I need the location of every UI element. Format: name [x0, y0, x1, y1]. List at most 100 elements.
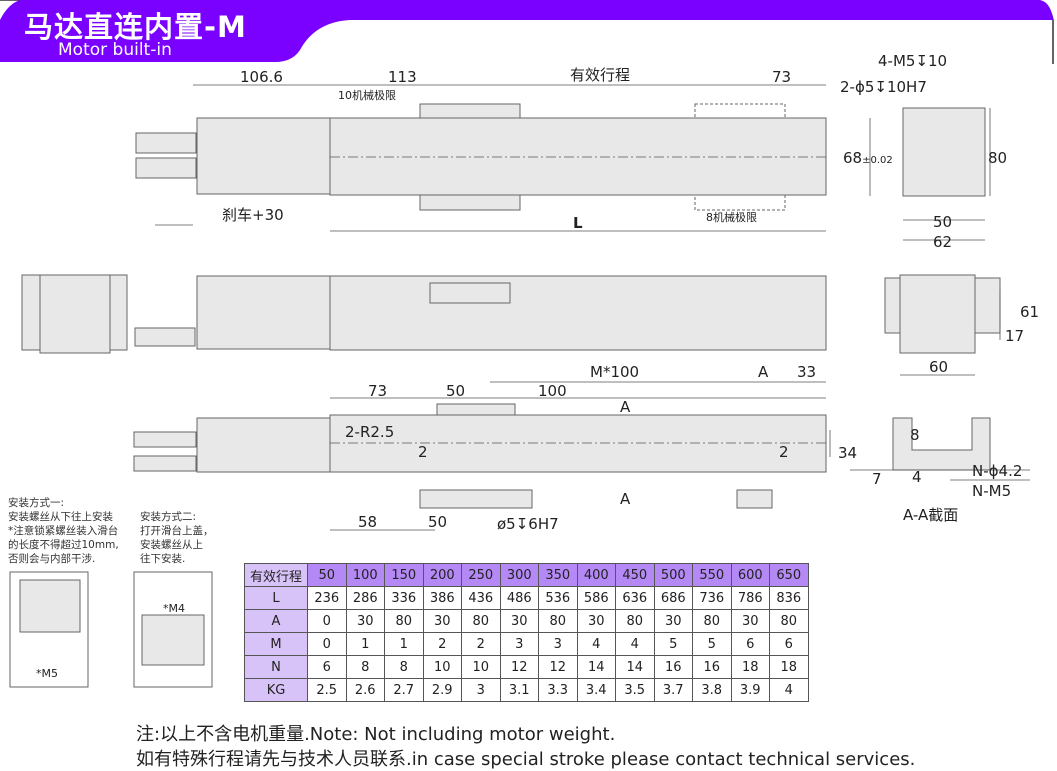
table-cell: 1: [345, 632, 385, 656]
table-cell: 4: [769, 678, 809, 702]
n-m5-label: N-M5: [972, 482, 1012, 500]
dim-60: 60: [929, 358, 949, 376]
pin-6h7-label: ø5↧6H7: [497, 515, 559, 533]
table-cell: 2.9: [422, 678, 462, 702]
dim-113: 113: [388, 68, 417, 86]
table-cell: 80: [692, 609, 732, 633]
dim-stroke: 有效行程: [570, 66, 631, 84]
table-cell: 30: [422, 609, 462, 633]
table-cell: 3.1: [499, 678, 539, 702]
table-cell: 3: [461, 678, 501, 702]
table-cell: 5: [653, 632, 693, 656]
table-cell: 6: [730, 632, 770, 656]
install-method-1: 安装方式一: 安装螺丝从下往上安装 *注意锁紧螺丝装入滑台 的长度不得超过10m…: [8, 496, 119, 566]
table-cell: 736: [692, 586, 732, 610]
dim-2-right: 2: [779, 443, 789, 461]
table-cell: 80: [461, 609, 501, 633]
table-cell: 6: [307, 655, 347, 679]
dim-7: 7: [872, 470, 882, 488]
install-method-2: 安装方式二: 打开滑台上盖， 安装螺丝从上 往下安装.: [140, 510, 214, 566]
dim-68-value: 68: [843, 149, 863, 167]
dim-68: 68±0.02: [843, 151, 893, 166]
footer-note-contact: 如有特殊行程请先与技术人员联系.in case special stroke p…: [136, 749, 916, 770]
table-cell: 3.7: [653, 678, 693, 702]
table-cell: 686: [653, 586, 693, 610]
table-cell: 14: [576, 655, 616, 679]
dim-73-bottom: 73: [368, 382, 388, 400]
table-header-row: 有效行程 50 100 150 200 250 300 350 400 450 …: [244, 563, 809, 587]
table-cell: 3.8: [692, 678, 732, 702]
header-cell: 300: [499, 563, 539, 587]
limit-8-label: 8机械极限: [706, 211, 757, 224]
dim-L: L: [573, 214, 583, 232]
table-cell: 14: [615, 655, 655, 679]
header-cell: 350: [538, 563, 578, 587]
table-cell: 12: [499, 655, 539, 679]
dim-4: 4: [912, 468, 922, 486]
table-cell: 30: [345, 609, 385, 633]
dim-68-tolerance: ±0.02: [862, 155, 893, 166]
table-cell: 3.5: [615, 678, 655, 702]
m5-thread-label: 4-M5↧10: [878, 52, 948, 70]
dim-m100: M*100: [590, 363, 640, 381]
row-header-cell: M: [244, 632, 308, 656]
n-hole-label: N-ϕ4.2: [972, 462, 1023, 480]
header-cell: 650: [769, 563, 809, 587]
table-cell: 30: [499, 609, 539, 633]
dim-33: 33: [797, 363, 817, 381]
table-cell: 8: [345, 655, 385, 679]
table-cell: 236: [307, 586, 347, 610]
header-banner: [0, 0, 1054, 64]
table-cell: 80: [384, 609, 424, 633]
note-line: *注意锁紧螺丝装入滑台: [8, 525, 119, 537]
table-cell: 30: [730, 609, 770, 633]
table-cell: 16: [692, 655, 732, 679]
table-cell: 4: [615, 632, 655, 656]
table-cell: 30: [576, 609, 616, 633]
header-cell: 250: [461, 563, 501, 587]
dim-8: 8: [910, 426, 920, 444]
page-title: 马达直连内置-M: [24, 10, 247, 44]
table-cell: 5: [692, 632, 732, 656]
table-cell: 80: [615, 609, 655, 633]
table-cell: 1: [384, 632, 424, 656]
table-cell: 2.7: [384, 678, 424, 702]
section-mark-top: A: [620, 398, 631, 416]
pin-hole-label: 2-ϕ5↧10H7: [840, 78, 927, 96]
section-mark-bottom: A: [620, 490, 631, 508]
table-cell: 2: [422, 632, 462, 656]
table-cell: 10: [461, 655, 501, 679]
dim-100: 100: [538, 382, 567, 400]
table-cell: 3.3: [538, 678, 578, 702]
row-header-cell: KG: [244, 678, 308, 702]
m4-screw-label: *M4: [163, 602, 185, 615]
dim-A: A: [758, 363, 769, 381]
table-cell: 10: [422, 655, 462, 679]
dim-motor-length: 106.6: [240, 68, 283, 86]
table-cell: 3: [499, 632, 539, 656]
note-line: 安装螺丝从上: [140, 539, 203, 551]
dim-17: 17: [1005, 327, 1025, 345]
r25-label: 2-R2.5: [345, 423, 395, 441]
table-cell: 836: [769, 586, 809, 610]
header-cell: 200: [422, 563, 462, 587]
footer-note-weight: 注:以上不含电机重量.Note: Not including motor wei…: [136, 724, 616, 745]
dim-50: 50: [933, 213, 953, 231]
header-cell: 50: [307, 563, 347, 587]
table-cell: 536: [538, 586, 578, 610]
m5-screw-label: *M5: [36, 667, 58, 680]
table-cell: 286: [345, 586, 385, 610]
dim-62: 62: [933, 233, 953, 251]
table-cell: 2.6: [345, 678, 385, 702]
dim-50-bottom: 50: [446, 382, 466, 400]
note-line: 否则会与内部干涉.: [8, 553, 96, 565]
table-cell: 80: [769, 609, 809, 633]
table-cell: 0: [307, 609, 347, 633]
header-cell: 有效行程: [244, 563, 308, 587]
row-header-cell: A: [244, 609, 308, 633]
